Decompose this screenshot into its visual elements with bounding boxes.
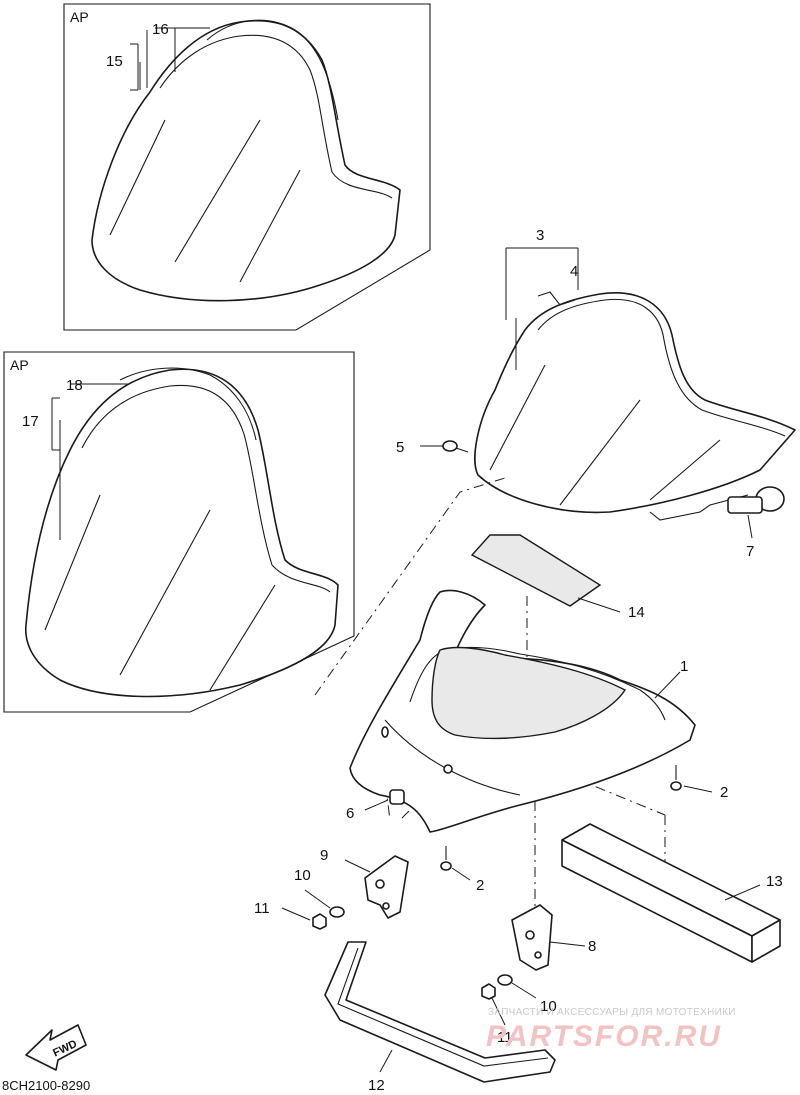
windshield-alt-2 [25, 367, 339, 698]
callout-7: 7 [746, 543, 754, 560]
channel-12 [324, 941, 556, 1083]
nut-11-right [481, 983, 496, 1000]
alt-box-2-label: AP [10, 357, 29, 373]
callout-4: 4 [570, 263, 578, 280]
callout-11-left: 11 [254, 900, 270, 917]
alt-part-box-2: AP 18 17 [3, 351, 355, 713]
callout-10-left: 10 [294, 867, 311, 884]
callout-17: 17 [22, 413, 39, 430]
callout-14: 14 [628, 604, 645, 621]
callout-5: 5 [396, 439, 404, 456]
callout-16: 16 [152, 21, 169, 38]
screw-5 [442, 440, 469, 453]
washer-10-right [497, 974, 513, 986]
callout-6: 6 [346, 805, 354, 822]
callout-15: 15 [106, 53, 123, 70]
pad-14 [470, 534, 602, 607]
cowling-1 [349, 589, 696, 833]
bracket-9 [364, 855, 409, 919]
collar-6 [389, 789, 405, 805]
bracket-8 [511, 904, 553, 971]
well-nut-7 [727, 486, 785, 514]
callout-11-right: 11 [497, 1029, 513, 1046]
nut-11-left [312, 913, 327, 930]
callout-13: 13 [766, 873, 783, 890]
callout-2-bottom: 2 [476, 877, 484, 894]
callout-3: 3 [536, 227, 544, 244]
bolt-2b [440, 846, 452, 871]
bar-13 [561, 823, 781, 963]
watermark-brand: PARTSFOR.RU [486, 1020, 722, 1053]
alt-box-1-label: AP [70, 9, 89, 25]
watermark: ЗАПЧАСТИ И АКСЕССУАРЫ ДЛЯ МОТОТЕХНИКИ PA… [486, 1007, 736, 1053]
callout-2-right: 2 [720, 784, 728, 801]
callout-12: 12 [368, 1077, 385, 1094]
diagram-code: 8CH2100-8290 [2, 1078, 90, 1093]
bolt-2a [670, 765, 682, 791]
fwd-arrow: FWD [25, 1024, 87, 1071]
callout-10-right: 10 [540, 998, 557, 1015]
watermark-tagline: ЗАПЧАСТИ И АКСЕССУАРЫ ДЛЯ МОТОТЕХНИКИ [488, 1007, 736, 1018]
callout-1: 1 [680, 658, 688, 675]
windshield-main [474, 291, 796, 521]
callout-8: 8 [588, 938, 596, 955]
windshield-alt-1 [91, 19, 401, 302]
alt-part-box-1: AP 16 15 [63, 3, 431, 331]
washer-10-left [329, 906, 345, 918]
callout-9: 9 [320, 847, 328, 864]
callout-18: 18 [66, 377, 83, 394]
